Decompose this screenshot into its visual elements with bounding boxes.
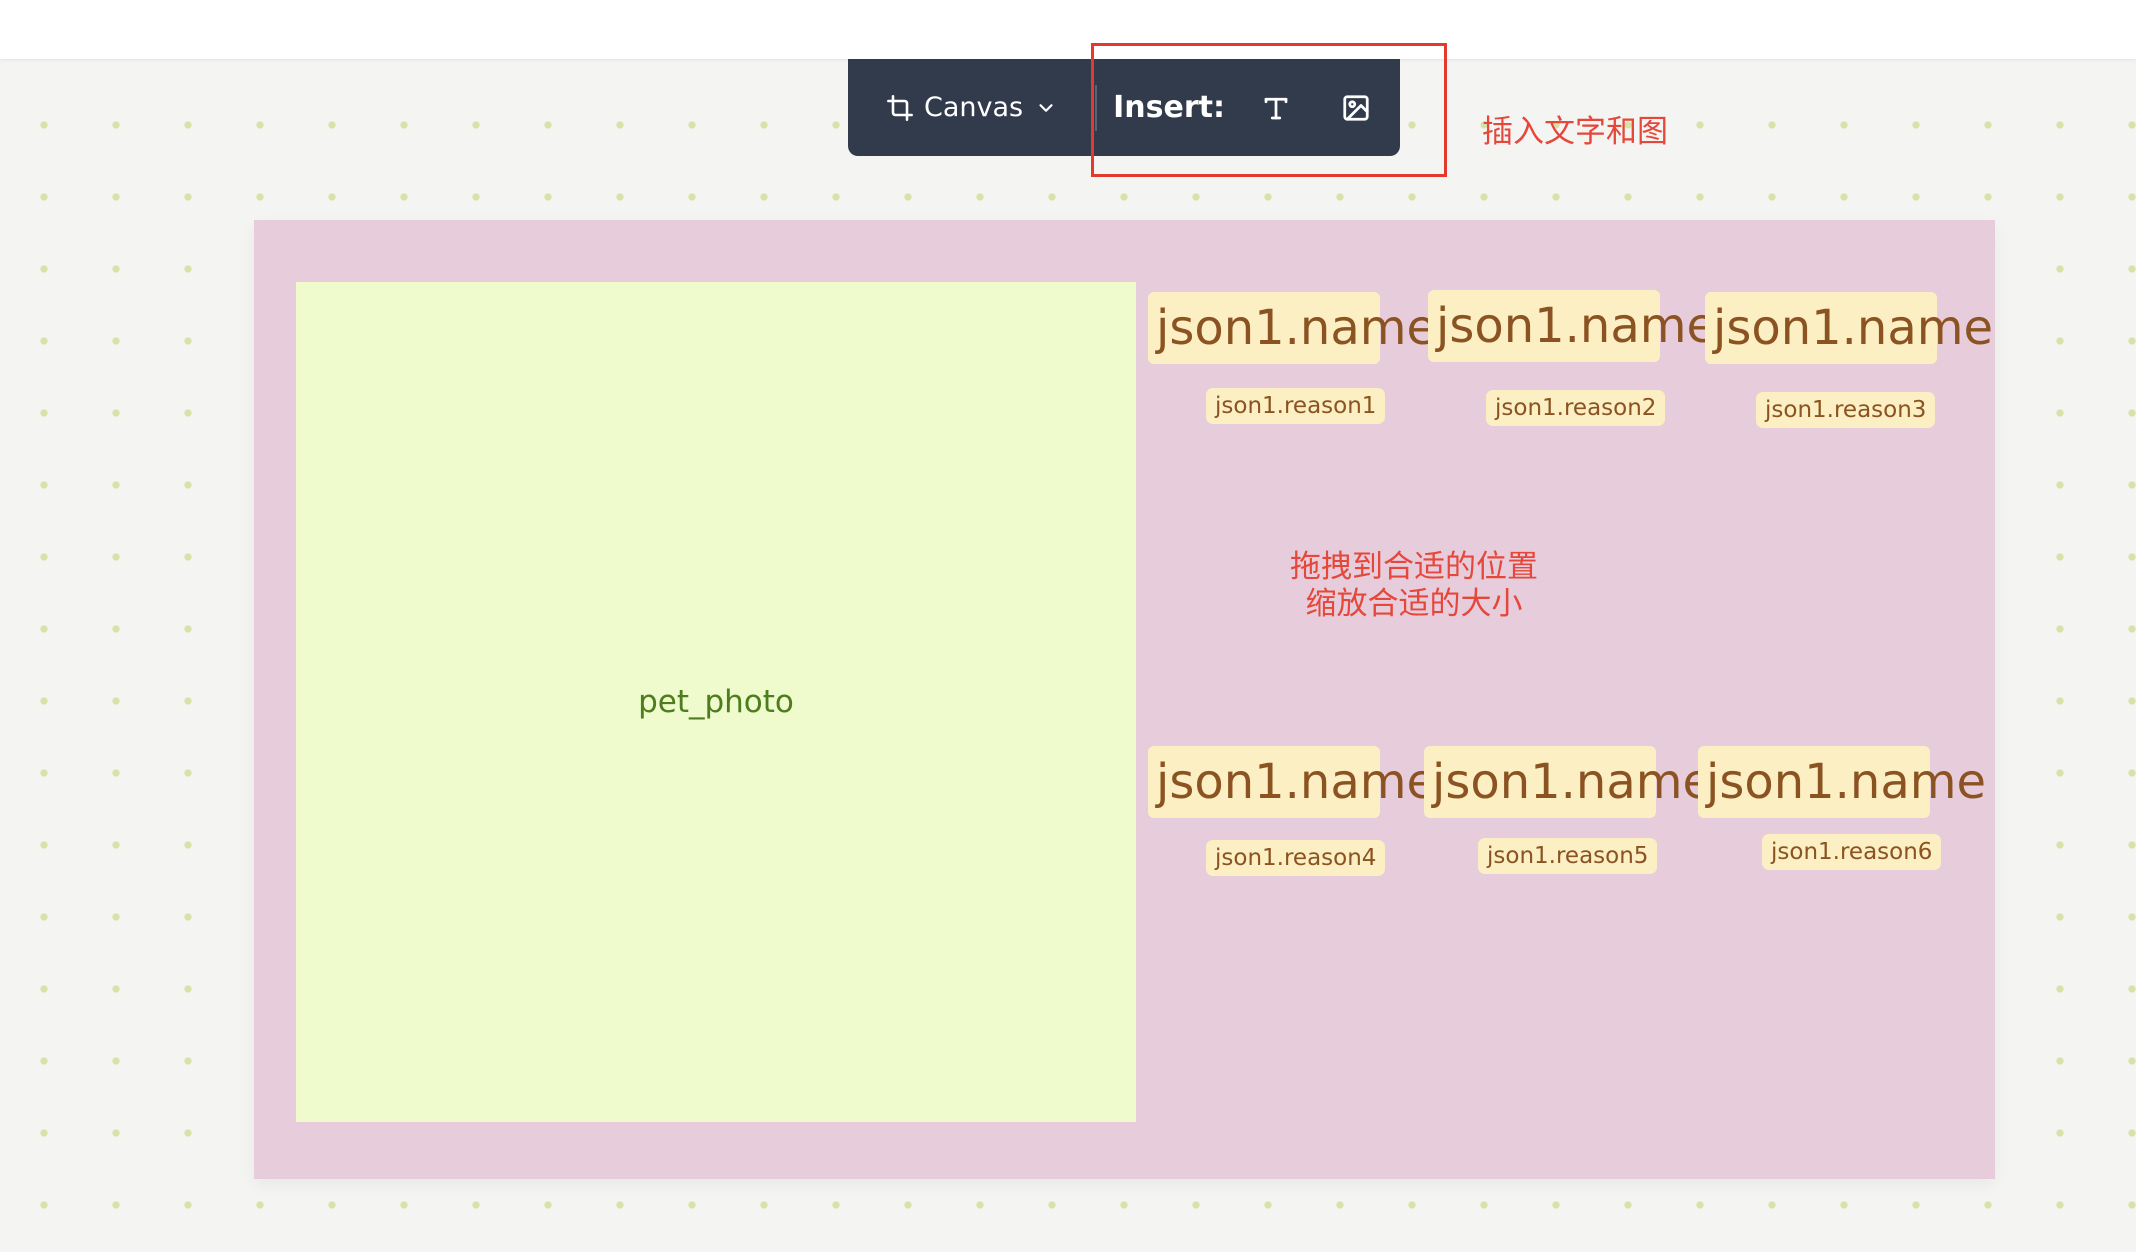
reason-field-2[interactable]: json1.reason2 — [1486, 390, 1666, 426]
name-field-4[interactable]: json1.name — [1148, 746, 1436, 818]
canvas-dropdown-label: Canvas — [924, 92, 1024, 123]
reason-field-6[interactable]: json1.reason6 — [1762, 834, 1942, 870]
drag-resize-annotation: 拖拽到合适的位置 缩放合适的大小 — [1179, 549, 1649, 623]
reason-field-3[interactable]: json1.reason3 — [1756, 392, 1936, 428]
reason-field-5[interactable]: json1.reason5 — [1478, 838, 1658, 874]
name-field-2[interactable]: json1.name — [1428, 290, 1716, 362]
toolbar-divider — [1095, 84, 1098, 131]
design-canvas[interactable]: pet_photo json1.name json1.name json1.na… — [254, 220, 1995, 1179]
name-field-1[interactable]: json1.name — [1148, 292, 1436, 364]
canvas-dropdown-button[interactable]: Canvas — [886, 92, 1067, 123]
reason-field-4[interactable]: json1.reason4 — [1206, 840, 1386, 876]
pet-photo-label: pet_photo — [638, 684, 794, 720]
editor-toolbar: Canvas Insert: — [848, 59, 1400, 156]
name-field-3[interactable]: json1.name — [1705, 292, 1993, 364]
text-icon — [1264, 97, 1288, 119]
insert-annotation: 插入文字和图 — [1482, 114, 1668, 150]
image-icon — [1343, 94, 1369, 121]
reason-field-1[interactable]: json1.reason1 — [1206, 388, 1386, 424]
pet-photo-placeholder[interactable]: pet_photo — [296, 282, 1136, 1122]
top-bar — [0, 0, 2136, 59]
chevron-down-icon — [1039, 103, 1053, 112]
insert-text-button[interactable] — [1261, 93, 1291, 123]
name-field-5[interactable]: json1.name — [1424, 746, 1712, 818]
insert-label: Insert: — [1113, 90, 1225, 125]
drag-hint-line1: 拖拽到合适的位置 — [1290, 549, 1538, 585]
insert-image-button[interactable] — [1341, 93, 1371, 123]
name-field-6[interactable]: json1.name — [1698, 746, 1986, 818]
crop-icon — [887, 94, 913, 121]
drag-hint-line2: 缩放合适的大小 — [1305, 586, 1523, 622]
